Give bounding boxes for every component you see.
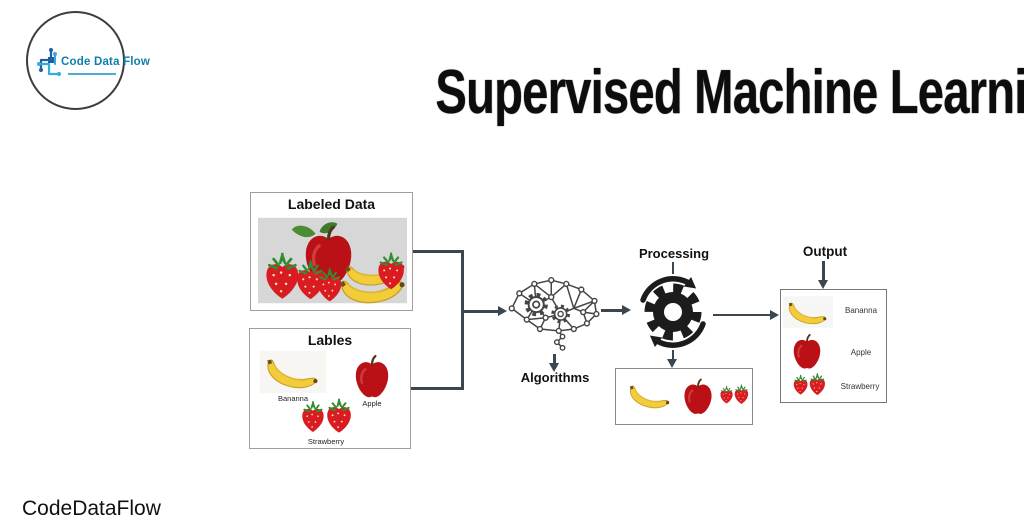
output-apple-label: Apple	[850, 348, 872, 357]
output-label: Output	[802, 244, 848, 259]
apple-label: Apple	[362, 399, 382, 408]
logo-tagline-bar	[68, 73, 116, 75]
banana-image	[629, 385, 670, 409]
arrowhead-result	[667, 359, 677, 368]
arrowhead-to-brain	[498, 306, 507, 316]
processing-label: Processing	[638, 246, 710, 261]
apple-image	[792, 334, 822, 370]
algorithms-label: Algorithms	[520, 370, 590, 385]
fruit-group-image	[258, 216, 407, 305]
connector-output-label-stem	[822, 261, 825, 281]
connector-gear-to-result	[671, 350, 674, 360]
strawberry-image	[298, 397, 354, 437]
connector-merge-to-brain	[461, 310, 499, 313]
footer-brand: CodeDataFlow	[22, 497, 161, 520]
arrowhead-to-processing	[622, 305, 631, 315]
labeled-data-box: Labeled Data	[250, 192, 413, 311]
result-box	[615, 368, 753, 425]
connector-processing-label-stem	[671, 262, 674, 274]
labeled-data-title: Labeled Data	[287, 196, 376, 212]
labels-box-title: Lables	[307, 332, 353, 348]
output-box: Bananna Apple Strawberry	[780, 289, 887, 403]
arrowhead-algorithms	[549, 363, 559, 372]
strawberry-image	[791, 370, 827, 400]
connector-brain-to-algorithms	[553, 354, 556, 364]
connector-labeled-to-merge	[413, 250, 463, 253]
apple-image	[683, 378, 713, 415]
brain-network-icon	[508, 276, 602, 352]
arrowhead-output-box	[818, 280, 828, 289]
arrowhead-to-output	[770, 310, 779, 320]
banana-label: Bananna	[277, 394, 309, 403]
strawberry-label: Strawberry	[307, 437, 345, 446]
connector-merge-vertical	[461, 250, 464, 389]
connector-processing-to-output	[713, 313, 771, 316]
labels-box: Lables Bananna Apple Strawberry	[249, 328, 411, 449]
strawberry-image	[718, 377, 750, 413]
output-banana-label: Bananna	[844, 306, 878, 315]
output-strawberry-label: Strawberry	[840, 382, 880, 391]
connector-brain-to-processing	[601, 309, 623, 312]
connector-labels-to-merge	[411, 387, 464, 390]
banana-image	[259, 351, 327, 393]
logo-text: Code Data Flow	[61, 56, 151, 68]
apple-image	[354, 355, 390, 399]
page-title: Supervised Machine Learning	[435, 56, 1024, 127]
gear-processing-icon	[631, 270, 715, 354]
brand-logo: Code Data Flow	[26, 11, 150, 110]
banana-image	[783, 296, 833, 328]
